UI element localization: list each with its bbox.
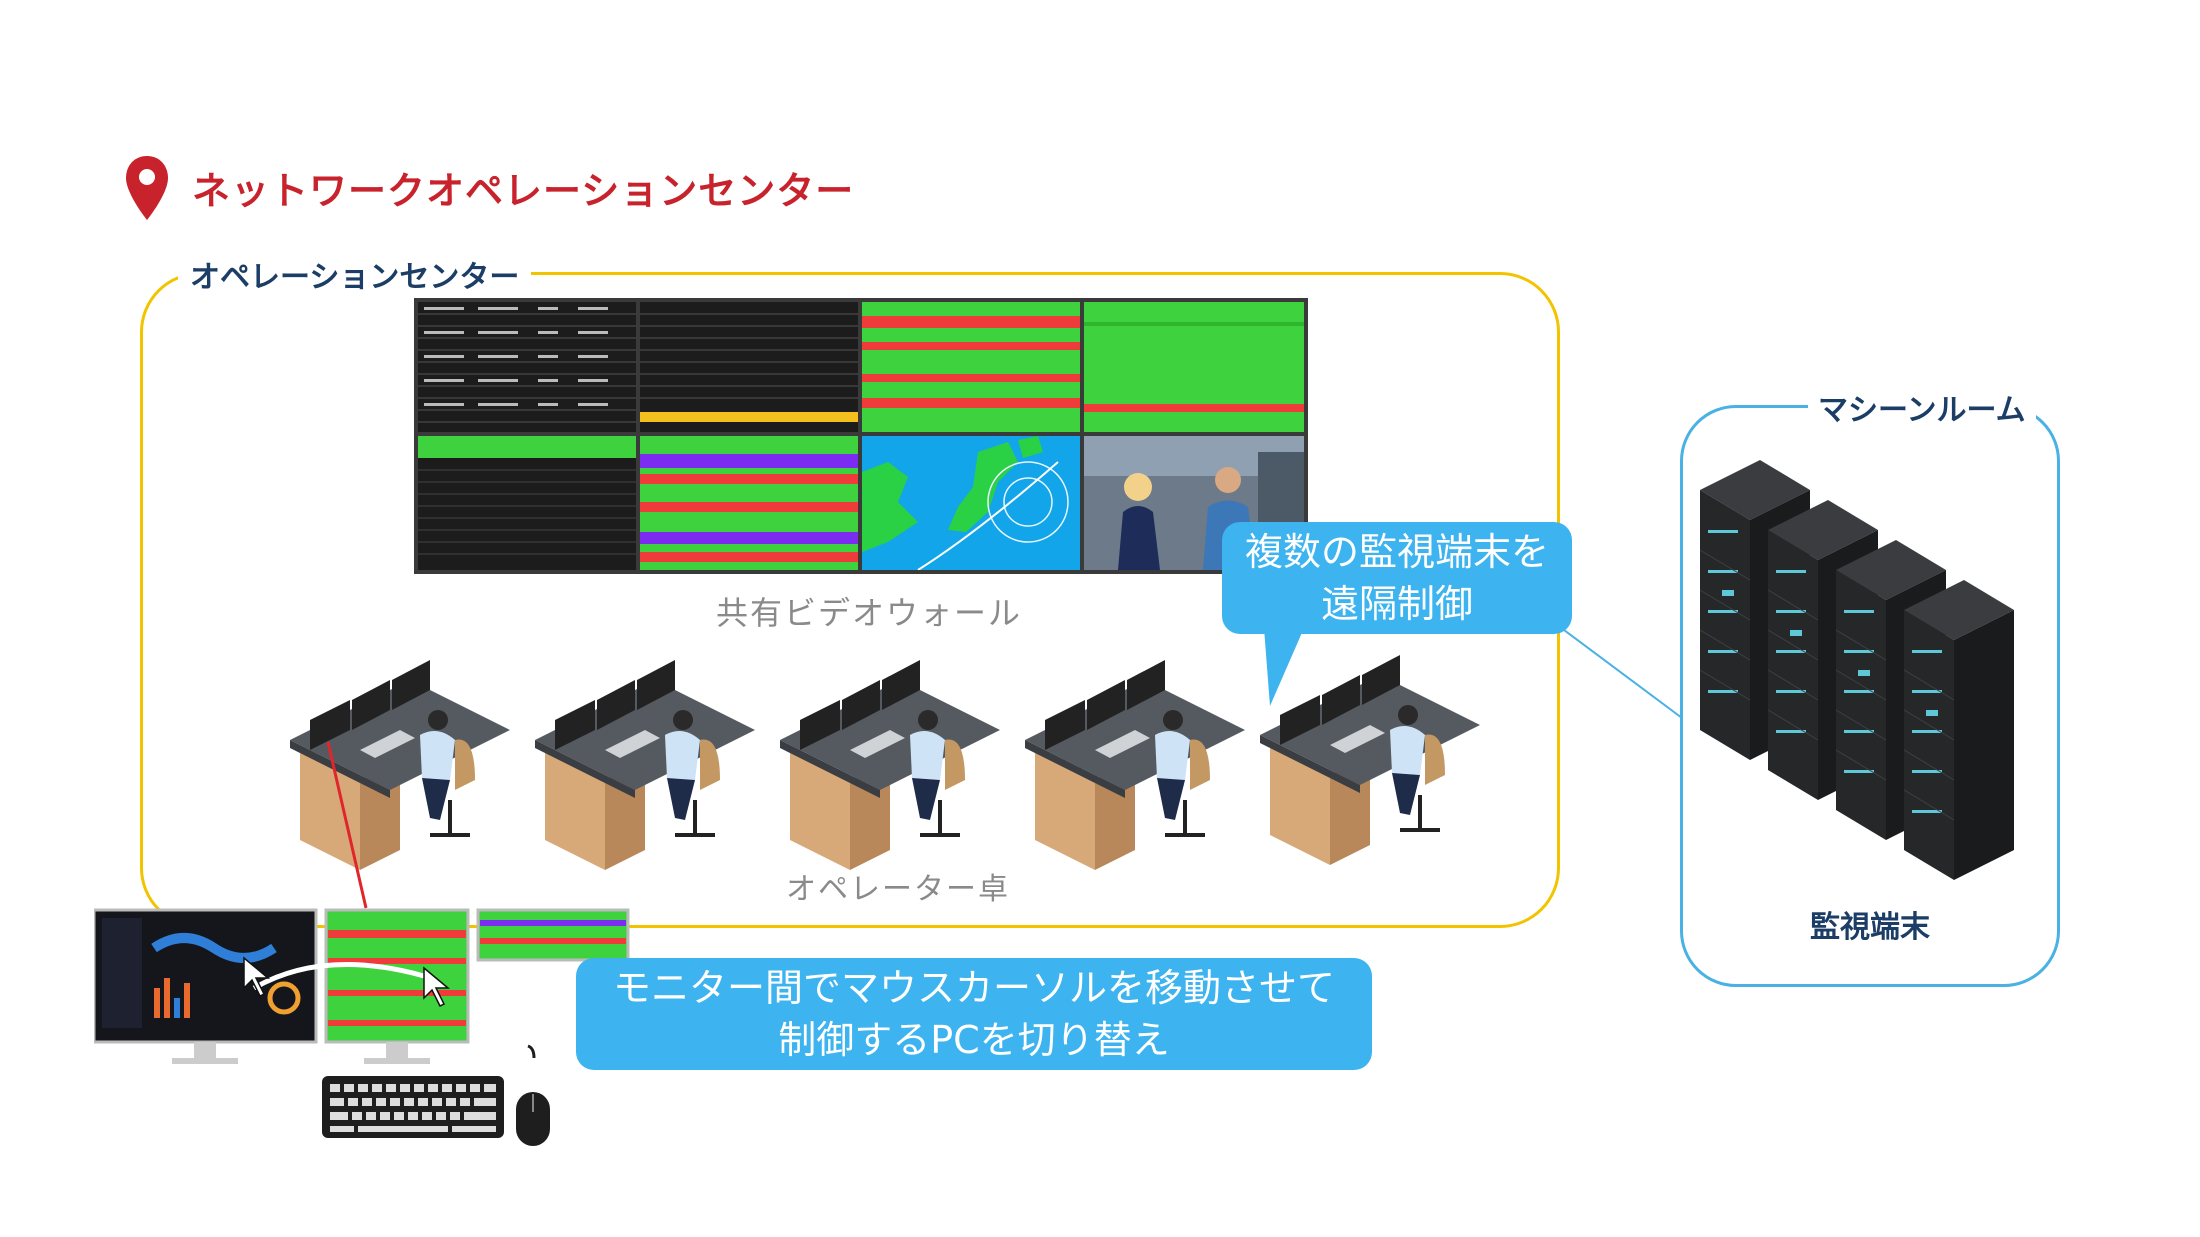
status-monitor-2 (476, 908, 630, 962)
wall-panel-status-grid-2 (1084, 302, 1304, 432)
wall-panel-dark-table (418, 302, 636, 432)
operator-desk-caption: オペレーター卓 (786, 872, 1010, 907)
machine-room-caption: 監視端末 (1810, 910, 1930, 945)
server-rack-icon (1700, 460, 2015, 880)
dashboard-monitor (94, 908, 318, 1064)
pc-switch-callout: モニター間でマウスカーソルを移動させて 制御するPCを切り替え (576, 958, 1372, 1070)
wall-panel-dark-table-2 (640, 302, 858, 432)
remote-control-callout-tail (1264, 628, 1304, 706)
remote-control-callout: 複数の監視端末を 遠隔制御 (1222, 522, 1572, 634)
wall-panel-status-grid (862, 302, 1080, 432)
map-pin-icon (124, 154, 170, 222)
mouse-icon (516, 1044, 550, 1146)
keyboard-icon (322, 1076, 504, 1138)
cursor-path (252, 961, 425, 991)
mouse-cursor-icon-2 (423, 966, 451, 1008)
pc-switch-callout-line-2: 制御するPCを切り替え (778, 1018, 1170, 1062)
mouse-cursor-icon (243, 956, 271, 998)
desk-pointer-line (326, 741, 368, 909)
remote-control-callout-line-2: 遠隔制御 (1320, 582, 1473, 626)
local-monitors (94, 908, 630, 1146)
page-title: ネットワークオペレーションセンター (192, 169, 855, 213)
operation-center-label: オペレーションセンター (178, 252, 532, 296)
status-monitor (324, 908, 470, 1064)
wall-panel-weather-map (862, 436, 1080, 571)
video-wall (414, 298, 1308, 574)
machine-room-connector (1563, 629, 1683, 719)
pc-switch-callout-line-1: モニター間でマウスカーソルを移動させて (612, 966, 1335, 1010)
wall-panel-dark-list (418, 436, 636, 570)
machine-room-label: マシーンルーム (1808, 385, 2036, 429)
video-wall-caption: 共有ビデオウォール (716, 594, 1023, 632)
wall-panel-mixed-status (640, 436, 858, 570)
remote-control-callout-line-1: 複数の監視端末を (1244, 530, 1549, 574)
